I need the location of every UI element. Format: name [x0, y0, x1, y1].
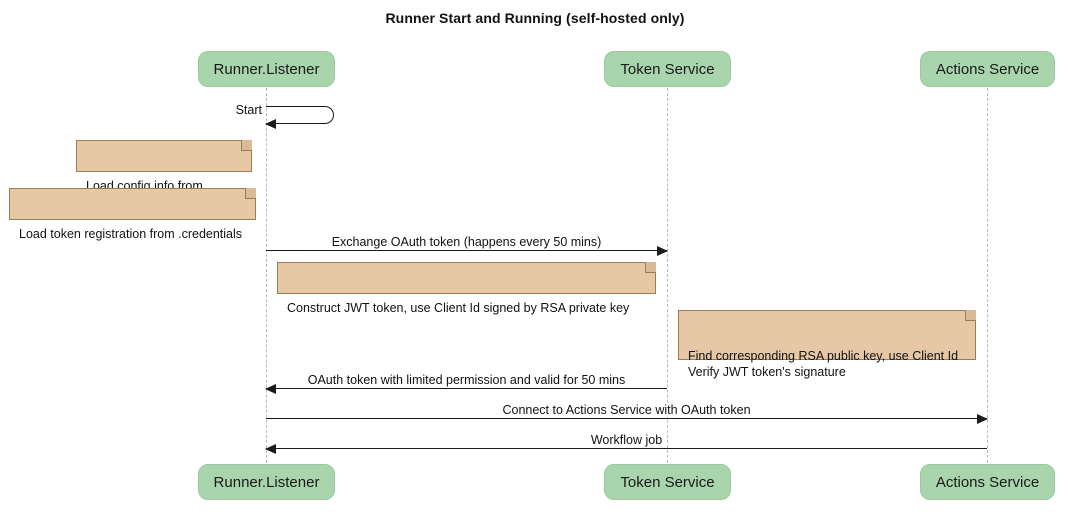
- participant-runner-listener-bottom[interactable]: Runner.Listener: [198, 464, 335, 500]
- arrowhead-right-icon: [977, 413, 988, 424]
- message-connect-actions-service: Connect to Actions Service with OAuth to…: [266, 403, 988, 424]
- participant-actions-service-bottom[interactable]: Actions Service: [920, 464, 1055, 500]
- note-fold-corner-icon: [645, 262, 656, 273]
- message-oauth-token-reply-label: OAuth token with limited permission and …: [303, 373, 630, 387]
- participant-actions-service-top[interactable]: Actions Service: [920, 51, 1055, 87]
- arrowhead-left-icon: [265, 383, 276, 394]
- lifeline-token-service: [667, 88, 668, 463]
- note-construct-jwt-text: Construct JWT token, use Client Id signe…: [287, 301, 630, 315]
- participant-runner-listener-top[interactable]: Runner.Listener: [198, 51, 335, 87]
- self-message-start: [265, 106, 334, 129]
- note-verify-jwt: Find corresponding RSA public key, use C…: [678, 310, 976, 379]
- message-exchange-oauth-token: Exchange OAuth token (happens every 50 m…: [266, 235, 668, 256]
- message-workflow-job: Workflow job: [265, 433, 987, 454]
- note-fold-corner-icon: [245, 188, 256, 199]
- arrowhead-left-icon: [265, 118, 276, 129]
- note-load-token-registration: Load token registration from .credential…: [9, 188, 256, 241]
- diagram-title: Runner Start and Running (self-hosted on…: [385, 10, 685, 26]
- arrowhead-left-icon: [265, 443, 276, 454]
- lifeline-actions-service: [987, 88, 988, 463]
- note-fold-corner-icon: [965, 310, 976, 321]
- arrowhead-right-icon: [657, 245, 668, 256]
- note-verify-jwt-text: Find corresponding RSA public key, use C…: [688, 349, 959, 379]
- note-construct-jwt: Construct JWT token, use Client Id signe…: [277, 262, 656, 315]
- message-exchange-oauth-token-label: Exchange OAuth token (happens every 50 m…: [327, 235, 606, 249]
- message-oauth-token-reply: OAuth token with limited permission and …: [265, 373, 667, 394]
- participant-token-service-top[interactable]: Token Service: [604, 51, 731, 87]
- note-load-token-registration-text: Load token registration from .credential…: [19, 227, 243, 241]
- self-message-start-label: Start: [235, 103, 262, 117]
- lifeline-runner-listener: [266, 88, 267, 463]
- message-workflow-job-label: Workflow job: [586, 433, 667, 447]
- message-connect-actions-service-label: Connect to Actions Service with OAuth to…: [498, 403, 755, 417]
- participant-token-service-bottom[interactable]: Token Service: [604, 464, 731, 500]
- note-fold-corner-icon: [241, 140, 252, 151]
- note-load-config: Load config info from .runner: [76, 140, 252, 209]
